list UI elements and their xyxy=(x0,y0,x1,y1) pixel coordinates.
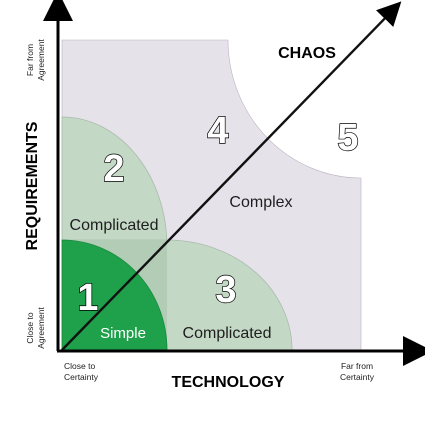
people-diagonal-arrow xyxy=(61,1,402,351)
x-left-label-line1: Close to xyxy=(64,361,95,371)
y-bottom-label-line1: Close to xyxy=(25,312,35,343)
chaos-title: CHAOS xyxy=(278,45,336,62)
x-right-label-line2: Certainty xyxy=(340,372,375,382)
zone-3-number: 3 xyxy=(215,269,236,311)
y-top-label: Far from Agreement xyxy=(25,39,46,81)
zone-1-number: 1 xyxy=(77,277,98,319)
x-left-label-line2: Certainty xyxy=(64,372,99,382)
zone-5-number: 5 xyxy=(337,117,358,159)
complicated-technology-label: Complicated xyxy=(183,325,272,342)
y-bottom-label-line2: Agreement xyxy=(36,307,46,349)
x-axis-title: TECHNOLOGY xyxy=(172,374,285,391)
y-bottom-label: Close to Agreement xyxy=(25,307,46,349)
y-axis-title: REQUIREMENTS xyxy=(24,121,41,250)
y-top-label-line2: Agreement xyxy=(36,39,46,81)
y-top-label-line1: Far from xyxy=(25,44,35,76)
zone-2-number: 2 xyxy=(103,148,124,190)
x-right-label-line1: Far from xyxy=(341,361,373,371)
zone-4-number: 4 xyxy=(207,110,228,152)
simple-label: Simple xyxy=(100,325,146,342)
complicated-requirements-label: Complicated xyxy=(70,217,159,234)
complex-label: Complex xyxy=(229,194,292,211)
